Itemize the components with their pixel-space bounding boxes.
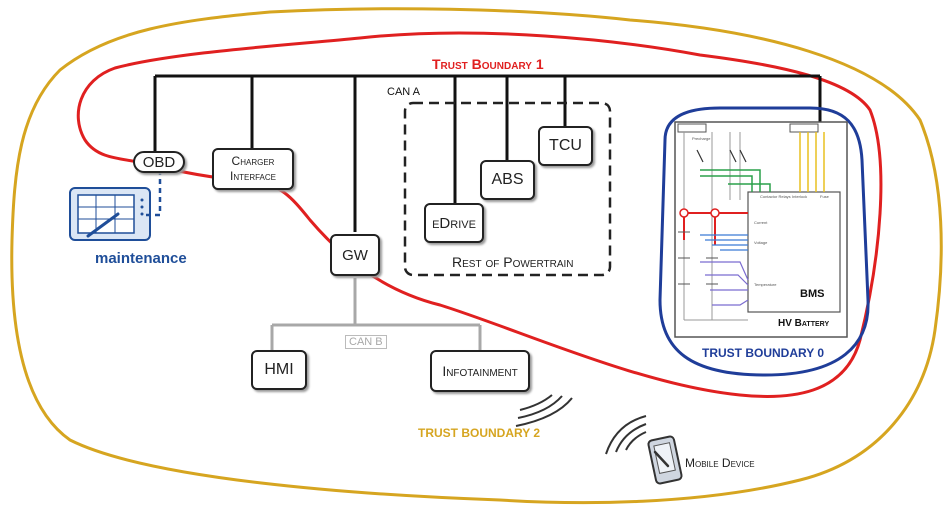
can-b-bus (270, 278, 482, 350)
trust-boundary-0-outline (658, 106, 870, 377)
hv-battery-schematic (674, 121, 848, 338)
hv-battery-label: HV Battery (778, 318, 830, 329)
charger-interface-label-line2: Interface (229, 169, 276, 183)
battery-tiny-label-contactor: Contactor Relays (760, 194, 791, 199)
abs-node: ABS (480, 160, 535, 200)
can-a-bus (153, 74, 822, 232)
battery-tiny-label-interlock: Interlock (792, 194, 808, 199)
mobile-wireless-waves-icon (605, 415, 647, 455)
hmi-node: HMI (251, 350, 307, 390)
mobile-device-label: Mobile Device (685, 456, 755, 470)
can-a-label: CAN A (387, 86, 421, 98)
battery-tiny-label-voltage: Voltage (754, 240, 768, 245)
powertrain-group-outline (403, 101, 612, 277)
trust-boundary-2-outline (10, 7, 943, 505)
battery-tiny-label-temperature: Temperature (754, 282, 777, 287)
infotainment-node: Infotainment (430, 350, 530, 392)
charger-interface-node: Charger Interface (212, 148, 294, 190)
battery-tiny-label-current: Current (754, 220, 768, 225)
mobile-device-icon (647, 435, 683, 485)
trust-boundary-0-label: TRUST BOUNDARY 0 (702, 346, 825, 360)
infotainment-wireless-waves-icon (515, 394, 573, 427)
maintenance-connection-line (146, 170, 162, 217)
maintenance-label: maintenance (95, 250, 187, 267)
maintenance-laptop-icon (69, 187, 151, 241)
tcu-node: TCU (538, 126, 593, 166)
gw-node: GW (330, 234, 380, 276)
powertrain-group-label: Rest of Powertrain (452, 254, 574, 270)
trust-boundary-1-label: Trust Boundary 1 (432, 56, 544, 72)
battery-tiny-label-fuse: Fuse (820, 194, 829, 199)
bms-label: BMS (800, 288, 825, 300)
obd-node: OBD (133, 151, 185, 173)
battery-tiny-label-precharge: Precharge (692, 136, 711, 141)
charger-interface-label-line1: Charger (231, 154, 275, 168)
trust-boundary-2-label: TRUST BOUNDARY 2 (418, 426, 541, 440)
edrive-node: eDrive (424, 203, 484, 243)
can-b-label: CAN B (345, 335, 387, 349)
